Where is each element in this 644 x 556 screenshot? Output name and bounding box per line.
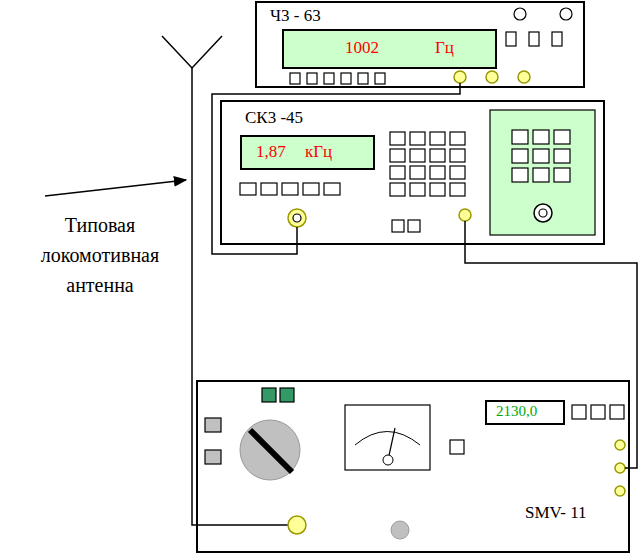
leader-arrow — [45, 180, 186, 196]
receiver-knob — [391, 521, 409, 539]
signal-cable — [212, 88, 460, 254]
counter-connectors — [454, 71, 530, 83]
output-connector — [459, 209, 471, 221]
display-unit: Гц — [435, 38, 454, 58]
signal-cable — [465, 245, 637, 468]
analyzer-buttons — [240, 183, 420, 232]
analyzer-display: 1,87 кГц — [240, 135, 375, 170]
panel-keypad — [512, 130, 570, 182]
receiver-display: 2130,0 — [485, 400, 565, 425]
input-connector — [293, 214, 301, 222]
analyzer-keypad — [390, 132, 465, 196]
display-value: 1,87 — [256, 142, 286, 162]
cable-stub — [464, 221, 466, 245]
tuning-dial — [240, 420, 300, 480]
display-unit: кГц — [305, 142, 332, 162]
cable-stub — [296, 227, 298, 245]
frequency-counter: Ч3 - 63 1002 Гц — [255, 1, 585, 88]
input-connector — [288, 209, 306, 227]
instrument-name: Ч3 - 63 — [270, 6, 321, 26]
analyzer-panel — [490, 110, 595, 235]
spectrum-analyzer: СК3 -45 1,87 кГц — [220, 100, 605, 245]
display-value: 2130,0 — [496, 402, 537, 420]
display-value: 1002 — [345, 38, 379, 58]
panel-knob — [539, 209, 547, 217]
tuning-dial — [250, 430, 292, 472]
receiver-unit: SMV- 11 2130,0 — [196, 380, 630, 553]
counter-display: 1002 Гц — [282, 29, 497, 69]
pointer-meter — [345, 405, 430, 470]
instrument-name: СК3 -45 — [245, 108, 303, 128]
receiver-connectors — [288, 440, 625, 534]
antenna-label: Типовая локомотивная антенна — [40, 210, 160, 300]
panel-knob — [534, 204, 552, 222]
instrument-name: SMV- 11 — [525, 503, 587, 523]
